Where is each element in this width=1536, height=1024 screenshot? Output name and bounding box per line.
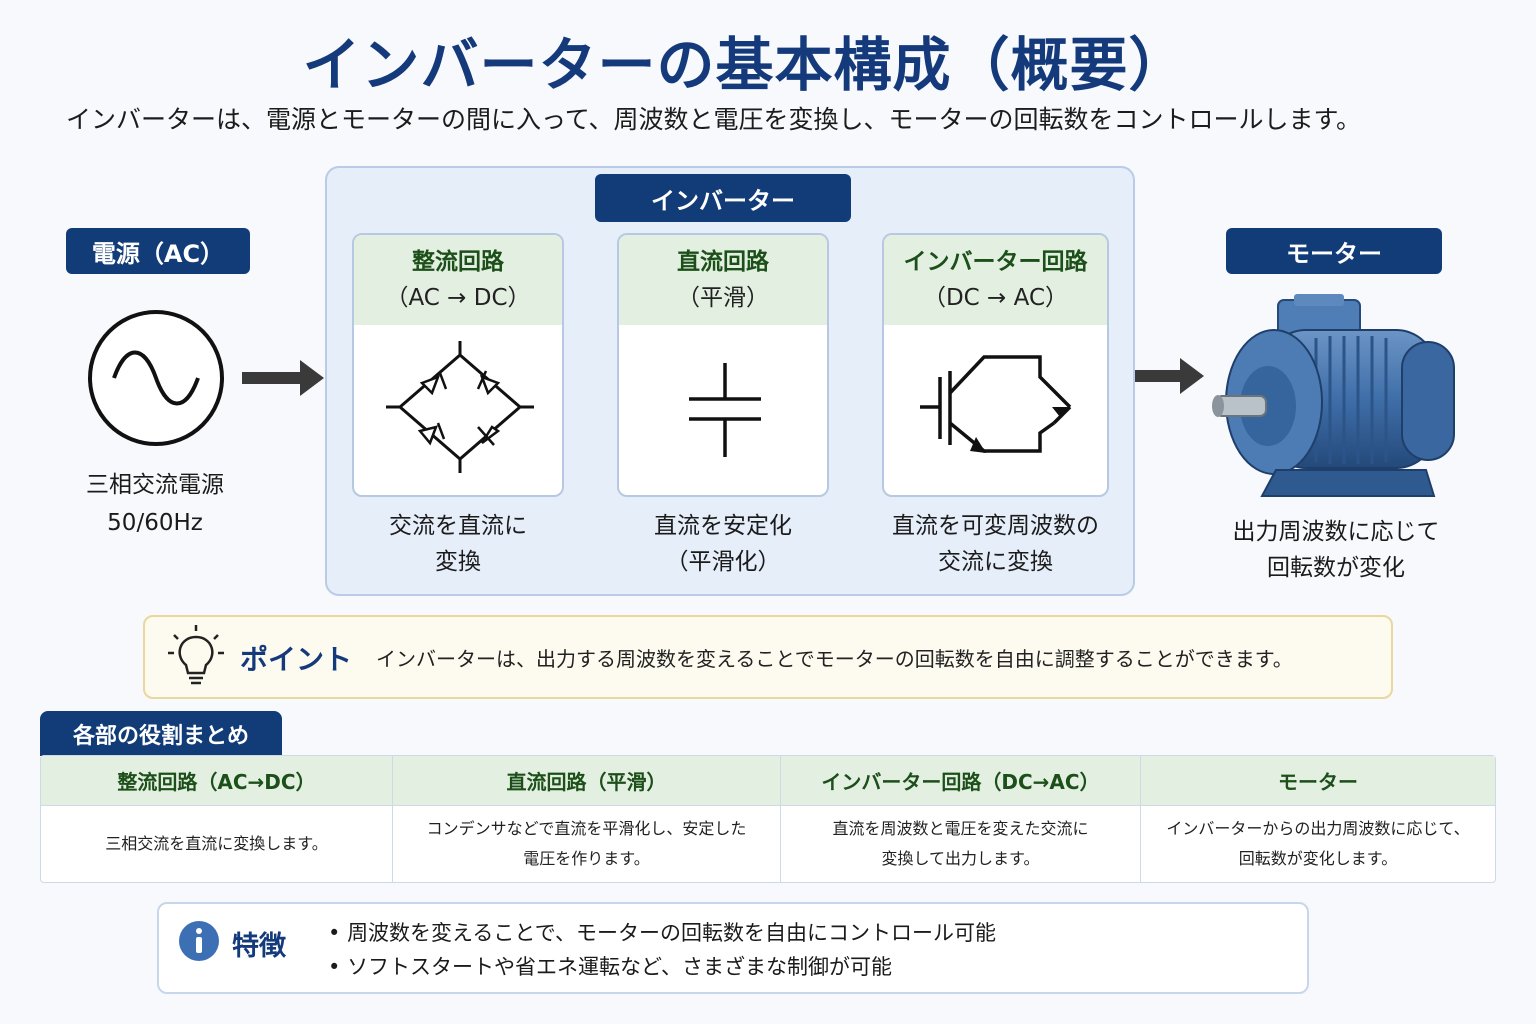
table-cell: 三相交流を直流に変換します。 — [41, 806, 393, 882]
power-source-desc-line2: 50/60Hz — [107, 510, 203, 536]
dc-link-stage-header: 直流回路 （平滑） — [619, 235, 827, 325]
rectifier-stage-header: 整流回路 （AC → DC） — [354, 235, 562, 325]
table-cell-line: 変換して出力します。 — [881, 849, 1040, 868]
dc-link-stage-name: 直流回路 — [677, 249, 769, 275]
inverter-circuit-desc-line2: 交流に変換 — [938, 549, 1053, 575]
roles-table: 整流回路（AC→DC） 直流回路（平滑） インバーター回路（DC→AC） モータ… — [40, 755, 1496, 883]
list-item: ソフトスタートや省エネ運転など、さまざまな制御が可能 — [328, 950, 996, 984]
capacitor-icon — [689, 363, 761, 457]
table-cell-line: 三相交流を直流に変換します。 — [105, 834, 328, 853]
power-source-tag: 電源（AC） — [66, 228, 250, 274]
roles-summary-tag: 各部の役割まとめ — [40, 711, 282, 756]
table-cell-line: インバーターからの出力周波数に応じて、 — [1166, 819, 1470, 838]
point-callout — [143, 615, 1393, 699]
rectifier-stage-sub: （AC → DC） — [385, 285, 531, 311]
inverter-circuit-description: 直流を可変周波数の 交流に変換 — [872, 508, 1119, 580]
table-header: 整流回路（AC→DC） — [41, 756, 393, 806]
table-cell: 直流を周波数と電圧を変えた交流に 変換して出力します。 — [781, 806, 1141, 882]
motor-description: 出力周波数に応じて 回転数が変化 — [1206, 514, 1466, 586]
arrow-right-icon — [242, 360, 324, 396]
page-subtitle: インバーターは、電源とモーターの間に入って、周波数と電圧を変換し、モーターの回転… — [66, 105, 1362, 134]
info-icon — [179, 921, 219, 961]
table-cell-line: コンデンサなどで直流を平滑化し、安定した — [426, 819, 747, 838]
rectifier-stage-name: 整流回路 — [412, 249, 504, 275]
table-header: 直流回路（平滑） — [393, 756, 781, 806]
igbt-icon — [920, 355, 1072, 453]
motor-tag: モーター — [1226, 228, 1442, 274]
motor-desc-line2: 回転数が変化 — [1267, 555, 1405, 581]
inverter-circuit-stage-sub: （DC → AC） — [922, 285, 1069, 311]
rectifier-stage: 整流回路 （AC → DC） — [352, 233, 564, 497]
power-source-description: 三相交流電源 50/60Hz — [60, 466, 250, 542]
table-cell: コンデンサなどで直流を平滑化し、安定した 電圧を作ります。 — [393, 806, 781, 882]
features-label: 特徴 — [232, 931, 286, 962]
electric-motor-icon — [1212, 294, 1455, 497]
arrow-right-icon — [1122, 358, 1204, 394]
page-title: インバーターの基本構成（概要） — [302, 31, 1188, 99]
dc-link-description: 直流を安定化 （平滑化） — [617, 508, 829, 580]
motor-desc-line1: 出力周波数に応じて — [1232, 519, 1440, 545]
dc-link-stage: 直流回路 （平滑） — [617, 233, 829, 497]
lightbulb-icon — [168, 625, 224, 685]
features-list: 周波数を変えることで、モーターの回転数を自由にコントロール可能 ソフトスタートや… — [328, 916, 996, 984]
table-cell-line: 電圧を作ります。 — [523, 849, 650, 868]
list-item: 周波数を変えることで、モーターの回転数を自由にコントロール可能 — [328, 916, 996, 950]
point-label: ポイント — [240, 643, 353, 676]
rectifier-desc-line2: 変換 — [435, 549, 481, 575]
inverter-circuit-stage-header: インバーター回路 （DC → AC） — [884, 235, 1107, 325]
rectifier-description: 交流を直流に 変換 — [352, 508, 564, 580]
inverter-circuit-stage-name: インバーター回路 — [903, 249, 1088, 275]
table-cell-line: 直流を周波数と電圧を変えた交流に — [832, 819, 1089, 838]
diode-bridge-icon — [386, 341, 534, 473]
inverter-circuit-stage: インバーター回路 （DC → AC） — [882, 233, 1109, 497]
table-cell-line: 回転数が変化します。 — [1238, 849, 1398, 868]
dc-link-desc-line1: 直流を安定化 — [654, 513, 792, 539]
dc-link-stage-sub: （平滑） — [677, 285, 769, 311]
inverter-tag: インバーター — [595, 174, 851, 222]
dc-link-desc-line2: （平滑化） — [665, 549, 781, 575]
table-header: インバーター回路（DC→AC） — [781, 756, 1141, 806]
ac-sine-icon — [88, 310, 224, 446]
table-header: モーター — [1141, 756, 1495, 806]
inverter-circuit-desc-line1: 直流を可変周波数の — [892, 513, 1099, 539]
table-cell: インバーターからの出力周波数に応じて、 回転数が変化します。 — [1141, 806, 1495, 882]
point-text: インバーターは、出力する周波数を変えることでモーターの回転数を自由に調整すること… — [376, 647, 1293, 671]
rectifier-desc-line1: 交流を直流に — [389, 513, 527, 539]
power-source-desc-line1: 三相交流電源 — [86, 472, 224, 498]
